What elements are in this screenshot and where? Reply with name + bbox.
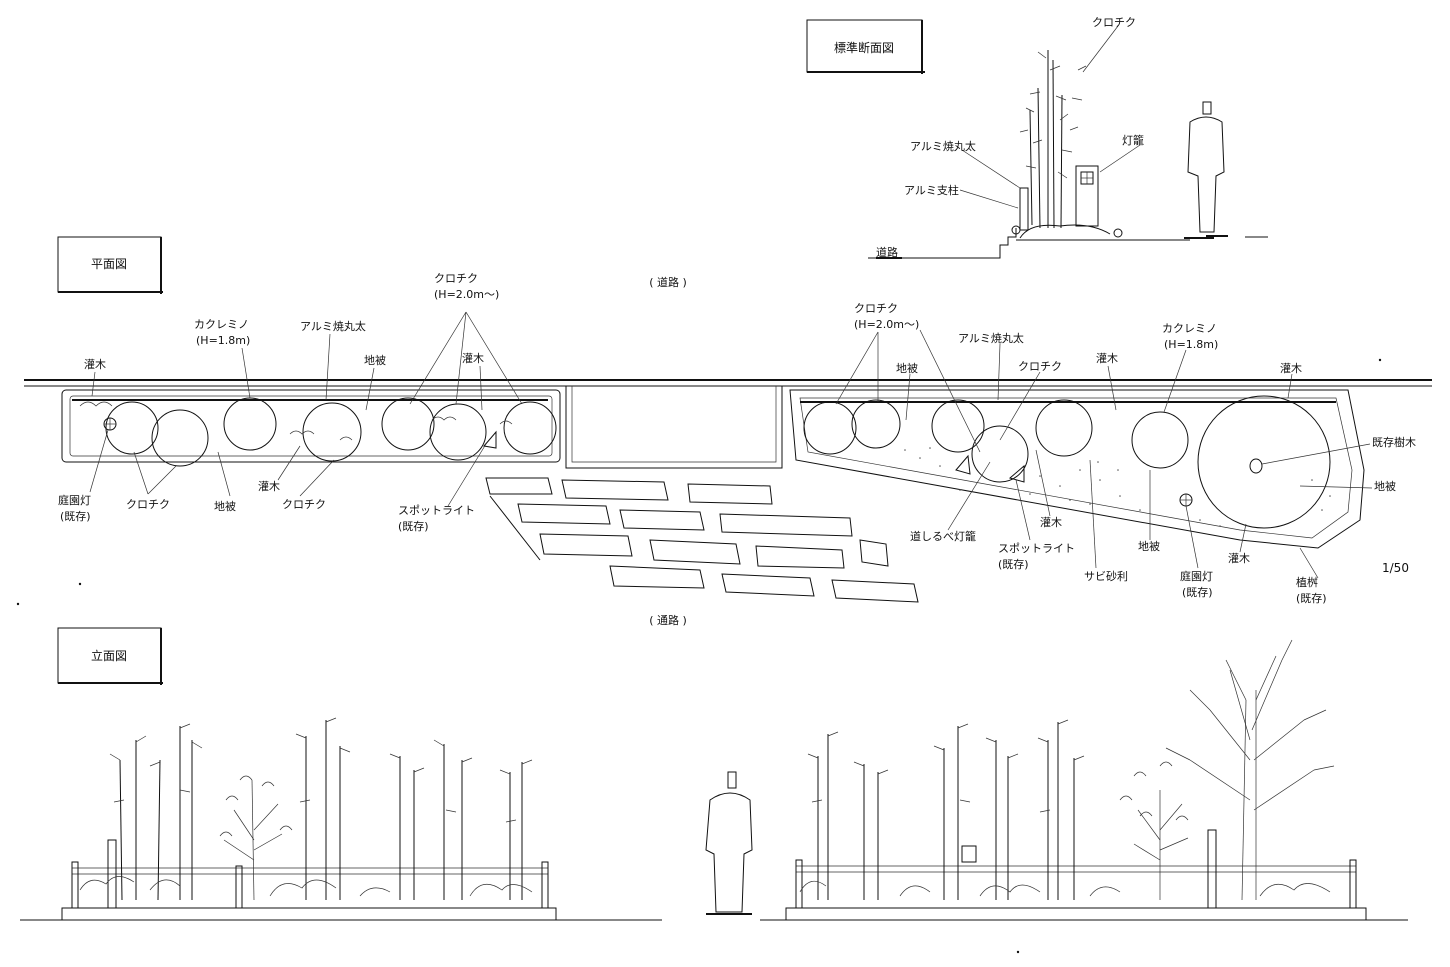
elevation-right-shrub-tree xyxy=(1119,761,1189,900)
elevation-left-shrub-tree xyxy=(219,775,293,901)
plan-right-spotlight-note: (既存) xyxy=(998,557,1029,571)
plan-left-shrub-b: 灌木 xyxy=(462,352,484,365)
plan-right-kurochiku-b: クロチク xyxy=(1018,360,1062,373)
plan-passage-label: ( 通路 ) xyxy=(649,614,687,627)
plan-right-shrub-c: 灌木 xyxy=(1040,516,1062,529)
plan-right-existing-tree: 既存樹木 xyxy=(1372,435,1416,449)
plan-left-kakuremino: カクレミノ xyxy=(194,318,249,331)
plan-right-kurochiku-top: クロチク xyxy=(854,302,898,315)
plan-title: 平面図 xyxy=(91,257,127,271)
plan-right-kakuremino: カクレミノ xyxy=(1162,322,1217,335)
plan-left-kurochiku-b: クロチク xyxy=(282,498,326,511)
plan-right-alum-log: アルミ焼丸太 xyxy=(958,332,1024,345)
plan-left-kurochiku-top: クロチク xyxy=(434,272,478,285)
plan-left-kakuremino-h: (H=1.8m) xyxy=(196,334,250,347)
section-label-alum-log: アルミ焼丸太 xyxy=(910,140,976,153)
plan-right-guide-lantern: 道しるべ灯籠 xyxy=(910,529,976,543)
section-person-figure xyxy=(1184,101,1228,239)
plan-right-hedge: 植桝 xyxy=(1296,575,1318,589)
plan-right-leaders xyxy=(835,329,1373,579)
plan-right-ground-c: 地被 xyxy=(1138,540,1160,553)
plan-left-spotlight: スポットライト xyxy=(398,504,475,517)
section-label-kurochiku: クロチク xyxy=(1092,16,1136,29)
elevation-left-bamboo-leaves xyxy=(79,717,533,897)
plan-left-ground-b: 地被 xyxy=(214,500,236,513)
plan-left-kurochiku-a: クロチク xyxy=(126,498,170,511)
plan-title-box: 平面図 xyxy=(57,236,163,294)
elevation-person-figure xyxy=(705,771,753,915)
plan-left-kurochiku-top-h: (H=2.0m～) xyxy=(434,288,499,301)
section-title: 標準断面図 xyxy=(834,40,894,55)
section-label-alum-post: アルミ支柱 xyxy=(904,183,959,197)
plan-left-shrub-a: 灌木 xyxy=(84,358,106,371)
plan-right-garden-light-note: (既存) xyxy=(1182,585,1213,599)
plan-left-shrub-c: 灌木 xyxy=(258,480,280,493)
plan-right-garden-light: 庭園灯 xyxy=(1180,569,1213,583)
plan-right-kakuremino-h: (H=1.8m) xyxy=(1164,338,1218,351)
plan-drawing: ( 道路 ) ( 通路 ) xyxy=(24,272,1432,627)
plan-right-ground-a: 地被 xyxy=(896,362,918,375)
plan-left-alum-log: アルミ焼丸太 xyxy=(300,320,366,333)
plan-left-leaders xyxy=(89,311,523,507)
plan-driveway xyxy=(565,386,783,469)
plan-left-ground-a: 地被 xyxy=(364,354,386,367)
section-label-lantern: 灯籠 xyxy=(1122,133,1144,147)
plan-right-hedge-note: (既存) xyxy=(1296,591,1327,605)
section-label-road: 道路 xyxy=(876,245,898,259)
section-title-box: 標準断面図 xyxy=(806,19,925,74)
plan-gravel-stipple xyxy=(904,447,1331,527)
elevation-title: 立面図 xyxy=(91,648,127,663)
plan-right-gravel: サビ砂利 xyxy=(1084,570,1128,583)
plan-left-garden-light: 庭園灯 xyxy=(58,493,91,507)
elevation-existing-tree xyxy=(1165,639,1335,901)
elevation-right-bamboo xyxy=(817,722,1075,900)
plan-right-ground-b: 地被 xyxy=(1374,480,1396,493)
plan-right-planter xyxy=(789,389,1365,549)
scale-label: 1/50 xyxy=(1382,561,1409,575)
plan-left-garden-light-note: (既存) xyxy=(60,509,91,523)
elevation-right-bamboo-leaves xyxy=(799,719,1331,897)
plan-left-planter xyxy=(61,389,561,467)
plan-right-shrub-b: 灌木 xyxy=(1280,362,1302,375)
elevation-left-bamboo xyxy=(119,720,523,901)
plan-road-label: ( 道路 ) xyxy=(649,275,687,289)
section-drawing: クロチク 灯籠 アルミ焼丸太 アルミ支柱 道路 xyxy=(868,16,1268,259)
plan-paving xyxy=(485,477,919,603)
elevation-title-box: 立面図 xyxy=(57,627,163,685)
plan-right-shrub-a: 灌木 xyxy=(1096,352,1118,365)
plan-left-spotlight-note: (既存) xyxy=(398,519,429,533)
plan-right-kurochiku-top-h: (H=2.0m～) xyxy=(854,318,919,331)
plan-right-spotlight: スポットライト xyxy=(998,542,1075,555)
plan-right-shrub-d: 灌木 xyxy=(1228,552,1250,565)
elevation-drawing xyxy=(20,639,1408,921)
